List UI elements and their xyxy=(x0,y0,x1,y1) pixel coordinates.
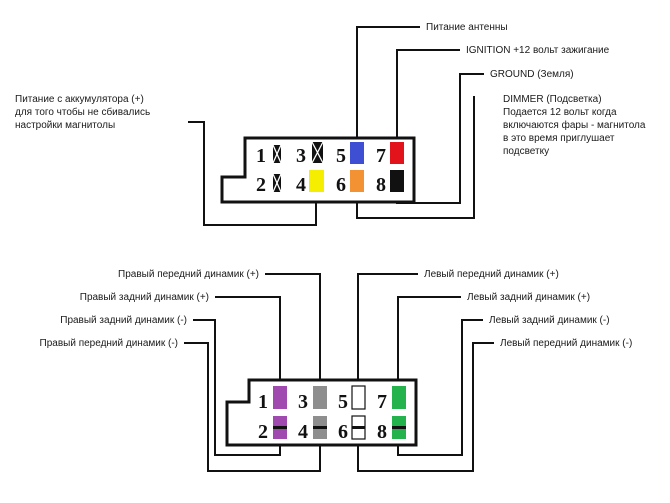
wire-right-rear-plus xyxy=(215,296,281,386)
label-left-front-minus: Левый передний динамик (-) xyxy=(500,338,632,349)
wire-left-rear-minus xyxy=(397,319,483,456)
pin-number: 7 xyxy=(376,145,386,167)
wire-battery xyxy=(188,121,317,226)
wire-right-rear-minus xyxy=(193,319,281,456)
pin5-wire-white xyxy=(351,385,366,410)
pin4-stripe xyxy=(313,426,327,429)
pin-number: 3 xyxy=(298,391,308,413)
pin8-wire-black xyxy=(390,170,404,192)
pin-number: 2 xyxy=(258,421,268,443)
pin-number: 1 xyxy=(256,145,266,167)
pin7-wire-red xyxy=(390,142,404,164)
wire-right-front-plus xyxy=(265,273,321,386)
pin-number: 6 xyxy=(336,174,346,196)
pin2-cavity-blocked xyxy=(272,173,282,193)
pin6-stripe xyxy=(352,426,365,429)
wire-antenna xyxy=(356,26,420,144)
pin6-wire-orange xyxy=(350,170,364,192)
label-dimmer-line: Подается 12 вольт когда xyxy=(503,107,617,118)
pin-number: 6 xyxy=(338,421,348,443)
label-left-front-plus: Левый передний динамик (+) xyxy=(424,269,559,280)
pin-number: 2 xyxy=(256,174,266,196)
label-dimmer-line: подсветку xyxy=(503,146,549,157)
pin1-cavity-blocked xyxy=(272,144,282,164)
label-right-front-minus: Правый передний динамик (-) xyxy=(40,338,178,349)
label-right-rear-plus: Правый задний динамик (+) xyxy=(80,292,209,303)
label-dimmer-line: в это время приглушает xyxy=(503,133,615,144)
label-battery-line: настройки магнитолы xyxy=(15,120,115,131)
bottom-connector: 1 2 3 4 5 6 7 8 Правый передний динамик … xyxy=(40,269,632,472)
label-dimmer: DIMMER (Подсветка) Подается 12 вольт ког… xyxy=(503,94,648,157)
label-antenna: Питание антенны xyxy=(426,22,508,33)
wire-left-front-minus xyxy=(357,342,494,472)
label-left-rear-minus: Левый задний динамик (-) xyxy=(489,315,610,326)
label-dimmer-line: включаются фары - магнитола xyxy=(503,119,646,131)
pin-number: 4 xyxy=(296,174,306,196)
label-left-rear-plus: Левый задний динамик (+) xyxy=(467,292,590,303)
wire-left-front-plus xyxy=(357,273,418,386)
pin-number: 1 xyxy=(258,391,268,413)
label-right-rear-minus: Правый задний динамик (-) xyxy=(60,315,187,326)
pin8-stripe xyxy=(392,426,406,429)
pin-number: 8 xyxy=(376,174,386,196)
label-battery-line: Питание с аккумулятора (+) xyxy=(15,94,144,105)
wire-ignition xyxy=(396,49,460,144)
label-battery: Питание с аккумулятора (+) для того чтоб… xyxy=(15,94,153,131)
pin-number: 8 xyxy=(377,421,387,443)
wire-left-rear-plus xyxy=(397,296,461,386)
pin1-wire-purple xyxy=(273,386,287,409)
top-connector: 1 2 3 4 5 6 7 8 Питание антенны IGNITION… xyxy=(15,22,648,226)
pin3-cavity-blocked xyxy=(311,141,324,164)
label-ground: GROUND (Земля) xyxy=(490,69,574,80)
label-right-front-plus: Правый передний динамик (+) xyxy=(118,269,259,280)
pin-number: 3 xyxy=(296,145,306,167)
pin7-wire-green xyxy=(392,386,406,409)
label-ignition: IGNITION +12 вольт зажигание xyxy=(466,45,610,56)
pin2-stripe xyxy=(273,426,287,429)
pin-number: 4 xyxy=(298,421,308,443)
pin5-wire-blue xyxy=(350,142,364,164)
pin3-wire-gray xyxy=(313,386,327,409)
label-dimmer-line: DIMMER (Подсветка) xyxy=(503,94,602,105)
pin-number: 5 xyxy=(338,391,348,413)
pin-number: 5 xyxy=(336,145,346,167)
label-battery-line: для того чтобы не сбивались xyxy=(15,106,150,118)
wire-dimmer xyxy=(356,96,475,219)
pin-number: 7 xyxy=(377,391,387,413)
pin4-wire-yellow xyxy=(309,170,324,192)
wire-right-front-minus xyxy=(184,342,321,472)
